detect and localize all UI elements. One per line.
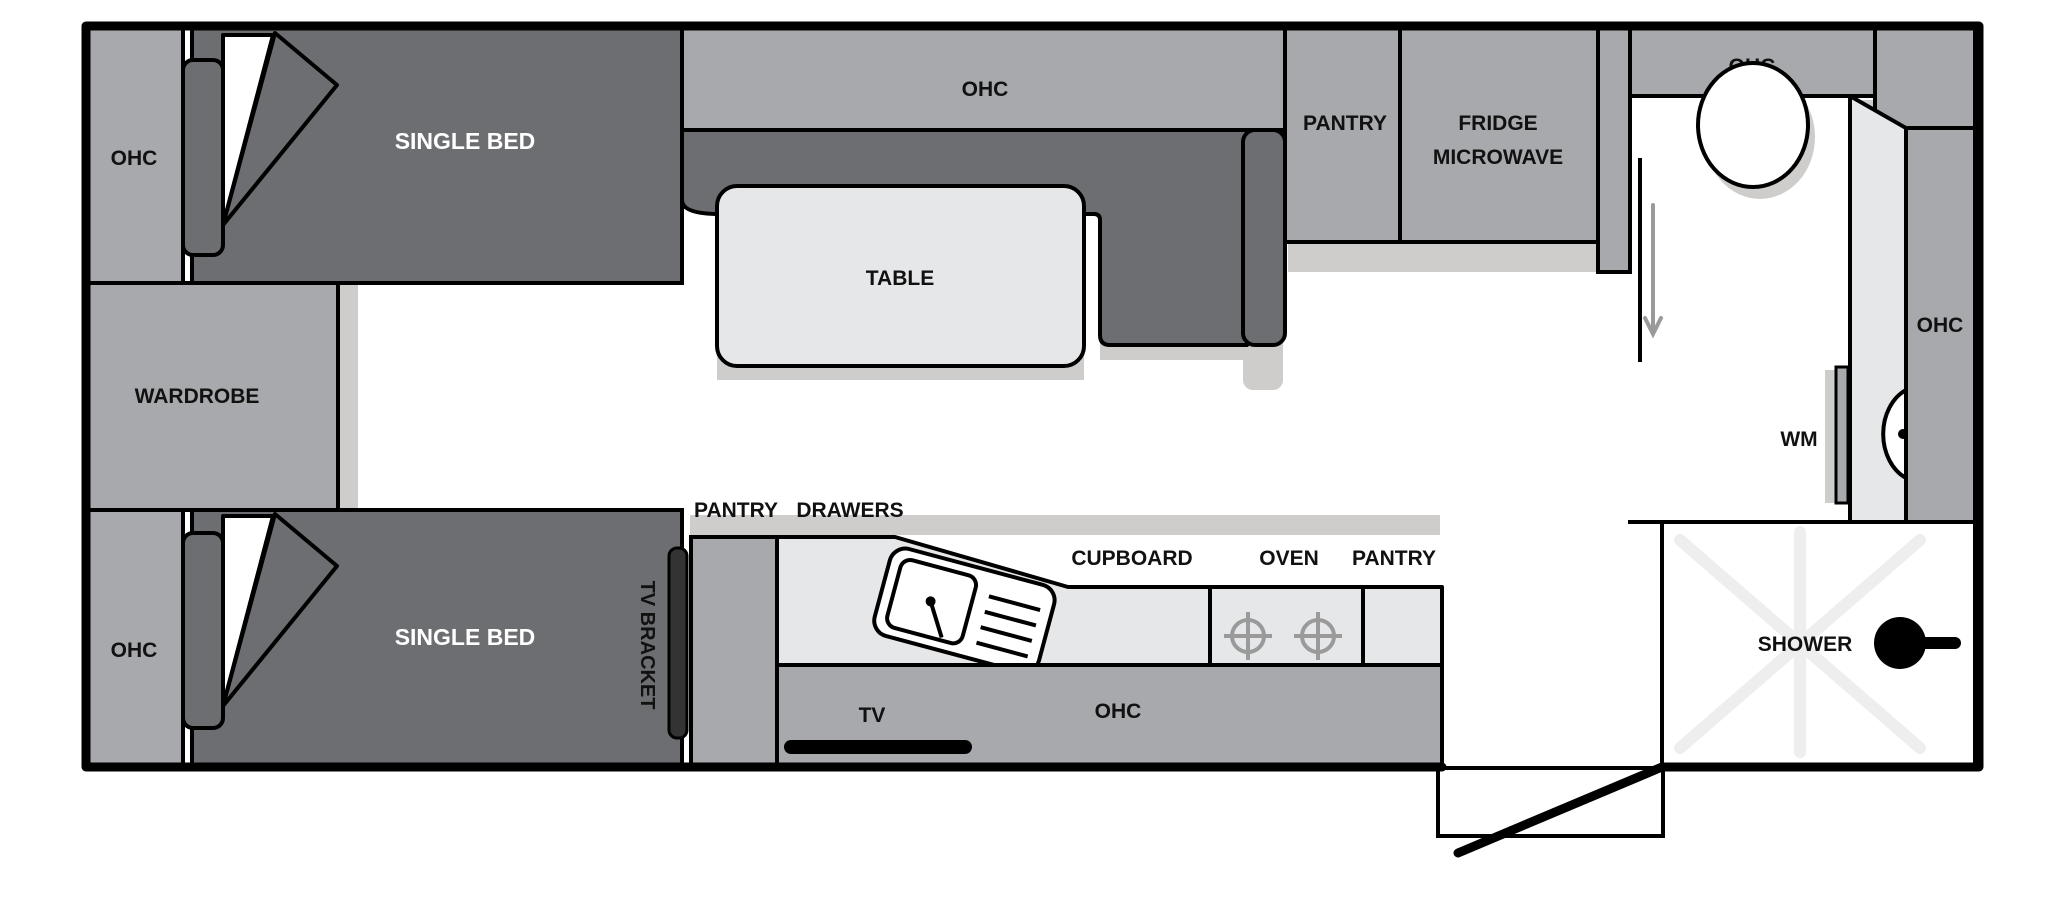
shower-label: SHOWER [1758,633,1853,656]
toilet [1696,61,1810,189]
ohc-right-wall-label: OHC [1917,314,1964,337]
fridge-label: FRIDGE [1458,112,1537,135]
single-bed-bottom: SINGLE BED [181,508,684,767]
shower-floor-drain-lines [1674,526,1926,758]
wm-label: WM [1780,428,1817,451]
ohc-top-left-label: OHC [111,147,158,170]
blanket-fold-top [221,31,339,227]
ohc-top-center [680,26,1287,132]
kitchen-sink [872,546,1057,675]
dinette-table [715,184,1086,368]
cupboard-label: CUPBOARD [1071,547,1192,570]
dinette-seat-end [1241,128,1287,347]
tv-bracket-label: TV BRACKET [636,581,658,710]
dinette-seat [680,128,1249,347]
fridge-microwave [1398,26,1600,244]
washing-machine-door [1834,365,1850,505]
tv [784,740,972,754]
pantry-bottom-right-label: PANTRY [1352,547,1436,570]
tv-label: TV [859,704,886,727]
door-swing-arrow [1643,203,1663,339]
drawers-label: DRAWERS [796,499,903,522]
wardrobe-label: WARDROBE [135,385,260,408]
single-bed-top: SINGLE BED [181,26,684,285]
single-bed-top-label: SINGLE BED [395,128,536,154]
washing-machine-drum [1881,386,1908,482]
corner-cabinet [1873,26,1977,130]
microwave-label: MICROWAVE [1433,146,1563,169]
washing-machine-knob [1898,429,1908,439]
ohc-bottom-left-label: OHC [111,639,158,662]
pantry-bottom-left-label: PANTRY [694,499,778,522]
pantry-bottom-left [689,535,779,767]
pantry-top [1283,26,1402,244]
stove-burner-left [1224,612,1272,660]
pantry-top-label: PANTRY [1303,112,1387,135]
tv-bracket [667,546,689,740]
oven-label: OVEN [1259,547,1319,570]
ohc-bottom-center-label: OHC [1095,700,1142,723]
caravan-outer-wall [81,21,1984,772]
entry-door-leaf [1453,762,1667,858]
stove-burner-right [1294,612,1342,660]
blanket-fold-bottom [221,512,339,708]
single-bed-bottom-label: SINGLE BED [395,624,536,650]
bathroom-partition [1596,26,1632,274]
ohc-bottom-left [86,508,185,767]
wardrobe [86,281,340,512]
table-label: TABLE [866,267,934,290]
ohc-top-center-label: OHC [962,78,1009,101]
